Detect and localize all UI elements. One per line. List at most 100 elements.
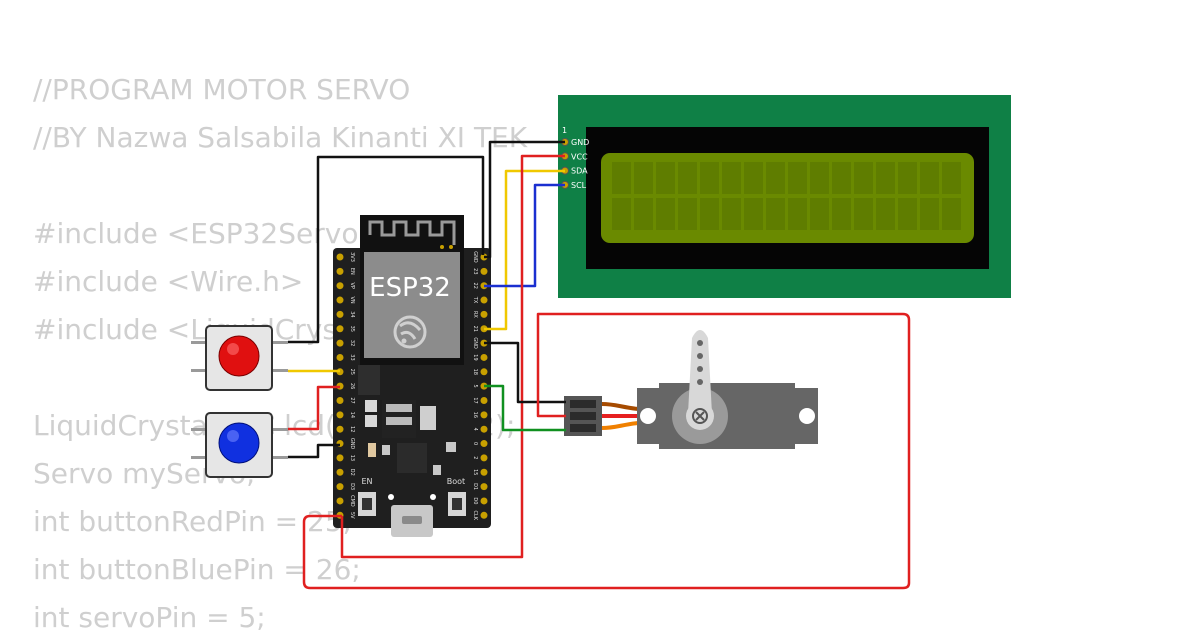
esp32-pin[interactable] [480,310,488,318]
esp32-pin[interactable] [480,454,488,462]
horn-hole [697,353,703,359]
red-button-cap[interactable] [218,335,260,377]
code-line: int buttonBluePin = 26; [33,553,361,586]
esp32-pin-label: D0 [472,497,478,504]
wire-servo-vcc [302,312,911,590]
espressif-logo-icon [393,315,427,349]
blue-pushbutton[interactable] [191,412,288,478]
esp32-pin[interactable] [336,267,344,275]
component [420,406,436,430]
esp32-pin[interactable] [480,353,488,361]
esp32-pin[interactable] [480,368,488,376]
boot-button-cap [452,498,462,510]
esp32-pin[interactable] [336,253,344,261]
esp32-pin-label: D2 [349,469,355,476]
en-label: EN [361,477,372,486]
esp32-pin-label: 12 [349,426,355,432]
esp32-pin[interactable] [480,425,488,433]
esp32-pin-label: EN [349,268,355,275]
connector-slot [570,400,596,408]
red-pushbutton[interactable] [191,325,288,391]
button-leg [270,341,288,344]
wires [288,140,911,590]
esp32-pin[interactable] [480,511,488,519]
esp32-pin-label: 3V3 [349,252,355,262]
esp32-pin[interactable] [480,497,488,505]
lcd-cell [810,198,829,230]
component [365,415,377,427]
lcd-cell [656,162,675,194]
horn-hole [697,366,703,372]
esp32-pin[interactable] [480,397,488,404]
esp32-pin-label: 25 [349,369,355,375]
lcd-cell [700,198,719,230]
esp32-pin[interactable] [336,339,344,347]
component [386,417,412,425]
esp32-pin-label: 16 [472,412,478,418]
lcd-cell [832,198,851,230]
wire-lcd-gnd [484,140,565,259]
horn-hole [697,340,703,346]
esp32-pin[interactable] [336,425,344,433]
lcd-pin-marker: 1 [562,126,567,135]
esp32-pin-label: 15 [472,469,478,475]
servo-motor[interactable] [564,330,818,449]
esp32-pin-label: 13 [349,455,355,461]
usb-uart-chip [397,443,427,473]
lcd-cell [942,198,961,230]
esp32-pin[interactable] [480,296,488,304]
code-line: int buttonRedPin = 25; [33,505,353,538]
wire-blue-button-signal [288,385,340,431]
esp32-pin-label: 4 [472,428,478,431]
screw-slot [695,411,705,421]
led [368,443,376,457]
esp32-pin-label: 0 [472,442,478,445]
lcd-cell [832,162,851,194]
esp32-pin[interactable] [336,296,344,304]
esp32-pin[interactable] [336,483,344,491]
esp32-pin-label: GND [472,251,478,263]
lcd-cell [612,198,631,230]
lcd-cell [744,198,763,230]
esp32-pin[interactable] [336,454,344,462]
esp32-pin[interactable] [480,411,488,419]
esp32-pin-label: 5 [472,385,478,388]
blue-button-cap[interactable] [218,422,260,464]
boot-label: Boot [447,477,465,486]
horn-hole [697,379,703,385]
esp32-pin[interactable] [336,353,344,361]
esp32-pin[interactable] [336,397,344,404]
esp32-pin[interactable] [336,411,344,419]
esp32-pin[interactable] [480,440,488,448]
esp32-pin-label: 26 [349,383,355,389]
esp32-pin[interactable] [480,483,488,491]
esp32-pin-label: RX [472,311,478,318]
esp32-pin[interactable] [336,310,344,318]
mount-hole [799,408,815,424]
lcd-cell [678,162,697,194]
code-line: int servoPin = 5; [33,601,266,634]
esp32-pin[interactable] [480,468,488,476]
module-dot [440,245,444,249]
esp32-pin-label: 34 [349,311,355,317]
esp32-pin-label: GND [472,337,478,349]
esp32-board[interactable]: ESP32 EN Boot 3V3ENVPVN34353233252627141… [333,215,491,537]
esp32-pin[interactable] [336,497,344,505]
mount-hole [430,494,436,500]
button-leg [270,369,288,372]
wire-lcd-vcc [340,154,565,559]
lcd-cell [788,198,807,230]
lcd-cell [920,198,939,230]
esp32-pin[interactable] [336,282,344,290]
wire-blue-button-gnd [288,443,340,459]
component [386,404,412,412]
en-button-cap [362,498,372,510]
esp32-pin[interactable] [480,267,488,275]
lcd-pin-label: VCC [571,152,588,161]
esp32-pin[interactable] [336,325,344,333]
lcd-cell [656,198,675,230]
esp32-pin[interactable] [336,468,344,476]
rf-shield [364,252,460,358]
code-line: //BY Nazwa Salsabila Kinanti XI TEK [33,121,528,154]
